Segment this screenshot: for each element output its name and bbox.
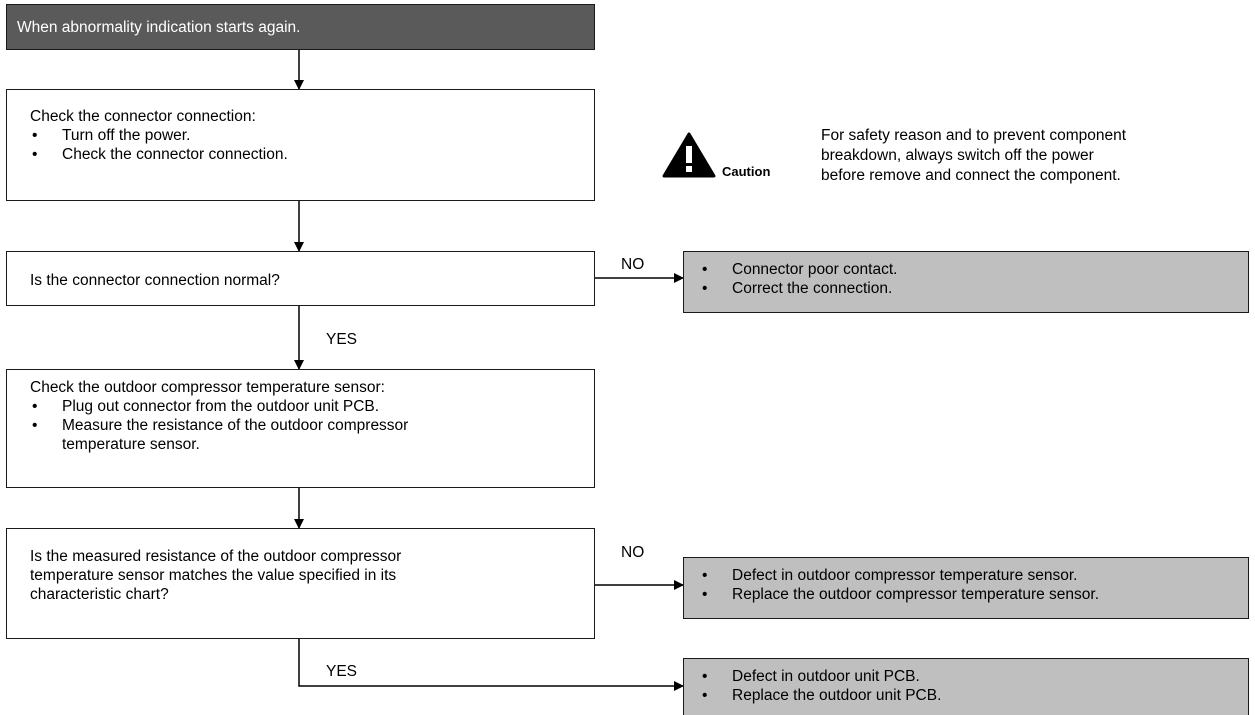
check-connector-box: Check the connector connection: Turn off… [6,89,595,201]
decision-resistance-line: temperature sensor matches the value spe… [30,567,397,584]
caution-note-line: For safety reason and to prevent compone… [821,127,1127,144]
result-bullet: Correct the connection. [700,279,1248,298]
result-poor-contact-box: Connector poor contact. Correct the conn… [683,251,1249,313]
caution-note: For safety reason and to prevent compone… [821,126,1126,186]
check-connector-title: Check the connector connection: [30,108,256,125]
decision-resistance-line: Is the measured resistance of the outdoo… [30,548,402,565]
check-sensor-title: Check the outdoor compressor temperature… [30,379,385,396]
check-sensor-box: Check the outdoor compressor temperature… [6,369,595,488]
result-bullet: Connector poor contact. [700,260,1248,279]
check-sensor-bullet: Measure the resistance of the outdoor co… [30,416,594,435]
caution-label: Caution [722,164,771,179]
arrow-decision2-yes [298,639,684,691]
decision-connector-normal: Is the connector connection normal? [6,251,595,306]
decision-connector-text: Is the connector connection normal? [30,272,280,289]
caution-note-line: before remove and connect the component. [821,167,1121,184]
check-sensor-bullet: Plug out connector from the outdoor unit… [30,397,594,416]
caution-warning-icon [662,132,716,178]
yes-label: YES [326,663,358,680]
start-text: When abnormality indication starts again… [17,19,301,36]
start-box: When abnormality indication starts again… [6,4,595,50]
result-bullet: Replace the outdoor unit PCB. [700,686,1248,705]
check-sensor-continuation: temperature sensor. [62,436,200,453]
result-bullet: Defect in outdoor compressor temperature… [700,566,1248,585]
result-bullet: Defect in outdoor unit PCB. [700,667,1248,686]
yes-label: YES [326,331,358,348]
result-pcb-defect-box: Defect in outdoor unit PCB. Replace the … [683,658,1249,715]
check-connector-bullet: Check the connector connection. [30,145,594,164]
no-label: NO [621,256,645,273]
decision-resistance-match: Is the measured resistance of the outdoo… [6,528,595,639]
result-sensor-defect-box: Defect in outdoor compressor temperature… [683,557,1249,619]
decision-resistance-line: characteristic chart? [30,586,169,603]
result-bullet: Replace the outdoor compressor temperatu… [700,585,1248,604]
no-label: NO [621,544,645,561]
check-connector-bullet: Turn off the power. [30,126,594,145]
caution-note-line: breakdown, always switch off the power [821,147,1094,164]
